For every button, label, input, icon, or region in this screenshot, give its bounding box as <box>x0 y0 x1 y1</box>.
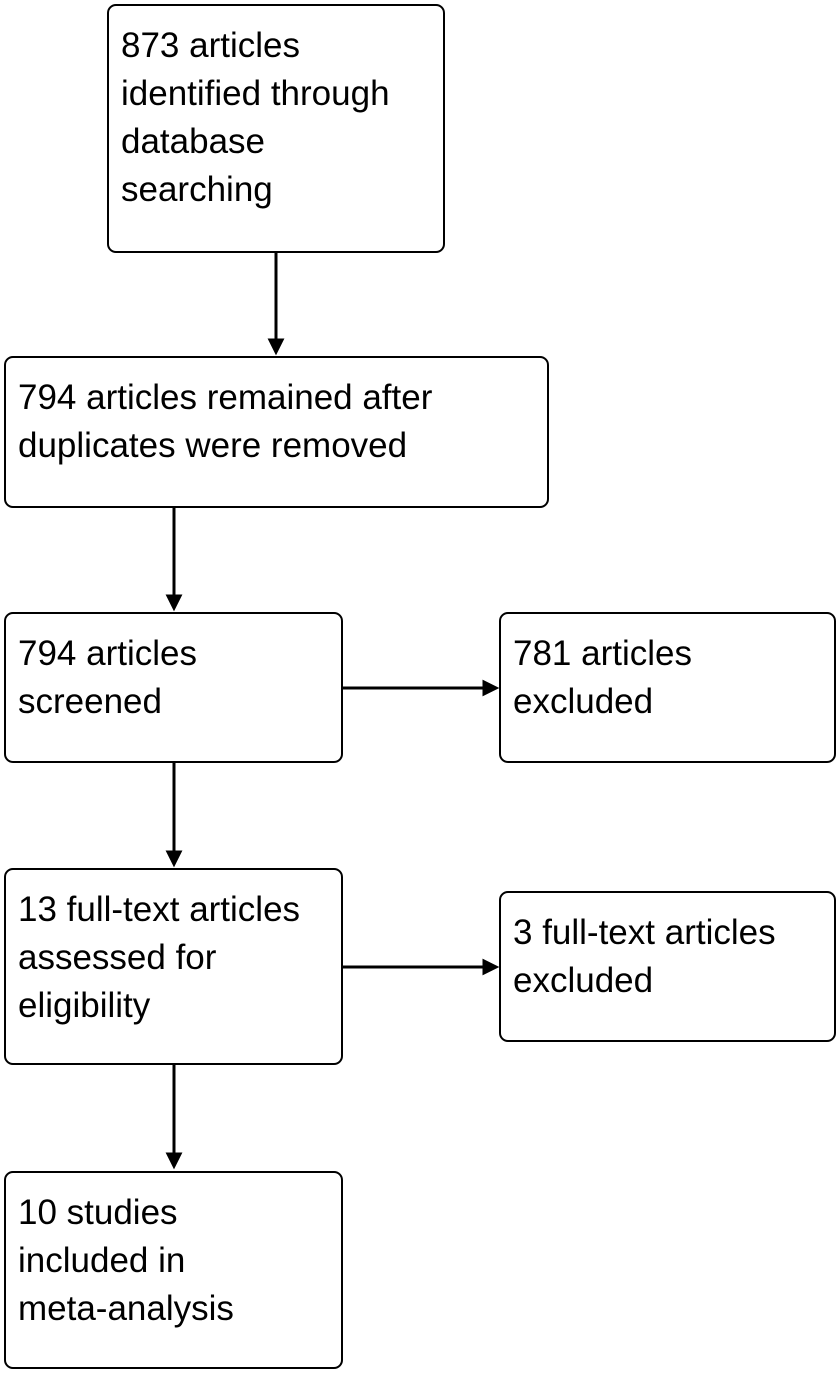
box-full-text-assessed-text: 13 full-text articles assessed for eligi… <box>18 886 300 1030</box>
arrowhead-fulltext-to-excluded <box>482 958 500 976</box>
box-screened-line-2: screened <box>18 682 162 721</box>
box-identified-line-4: searching <box>121 170 273 209</box>
box-identified-line-2: identified through <box>121 74 390 113</box>
box-screened-excluded-line-1: 781 articles <box>513 634 692 673</box>
box-included-text: 10 studies included in meta-analysis <box>18 1189 234 1333</box>
box-full-text-assessed: 13 full-text articles assessed for eligi… <box>4 868 343 1065</box>
box-full-text-assessed-line-2: assessed for <box>18 938 217 977</box>
box-full-text-assessed-line-1: 13 full-text articles <box>18 890 301 929</box>
arrowhead-identified-to-duplicates <box>267 338 285 356</box>
box-screened: 794 articles screened <box>4 612 343 763</box>
box-full-text-assessed-line-3: eligibility <box>18 986 151 1025</box>
box-full-text-excluded: 3 full-text articles excluded <box>499 891 836 1042</box>
box-included: 10 studies included in meta-analysis <box>4 1171 343 1369</box>
box-identified: 873 articles identified through database… <box>107 4 445 253</box>
box-included-line-3: meta-analysis <box>18 1289 234 1328</box>
box-full-text-excluded-line-2: excluded <box>513 961 654 1000</box>
box-screened-excluded-line-2: excluded <box>513 682 654 721</box>
box-screened-excluded: 781 articles excluded <box>499 612 836 763</box>
box-identified-line-3: database <box>121 122 266 161</box>
box-full-text-excluded-text: 3 full-text articles excluded <box>513 909 776 1005</box>
box-included-line-2: included in <box>18 1241 186 1280</box>
box-screened-text: 794 articles screened <box>18 630 197 726</box>
arrowhead-screened-to-fulltext <box>165 850 183 868</box>
arrowhead-fulltext-to-included <box>165 1152 183 1170</box>
box-identified-text: 873 articles identified through database… <box>121 22 390 214</box>
box-included-line-1: 10 studies <box>18 1193 178 1232</box>
box-screened-excluded-text: 781 articles excluded <box>513 630 692 726</box>
arrowhead-duplicates-to-screened <box>165 594 183 612</box>
box-duplicates-removed-line-2: duplicates were removed <box>18 426 408 465</box>
box-duplicates-removed-line-1: 794 articles remained after <box>18 378 433 417</box>
box-duplicates-removed: 794 articles remained after duplicates w… <box>4 356 549 508</box>
arrowhead-screened-to-excluded <box>482 679 500 697</box>
box-identified-line-1: 873 articles <box>121 26 300 65</box>
box-duplicates-removed-text: 794 articles remained after duplicates w… <box>18 374 432 470</box>
box-screened-line-1: 794 articles <box>18 634 197 673</box>
box-full-text-excluded-line-1: 3 full-text articles <box>513 913 776 952</box>
